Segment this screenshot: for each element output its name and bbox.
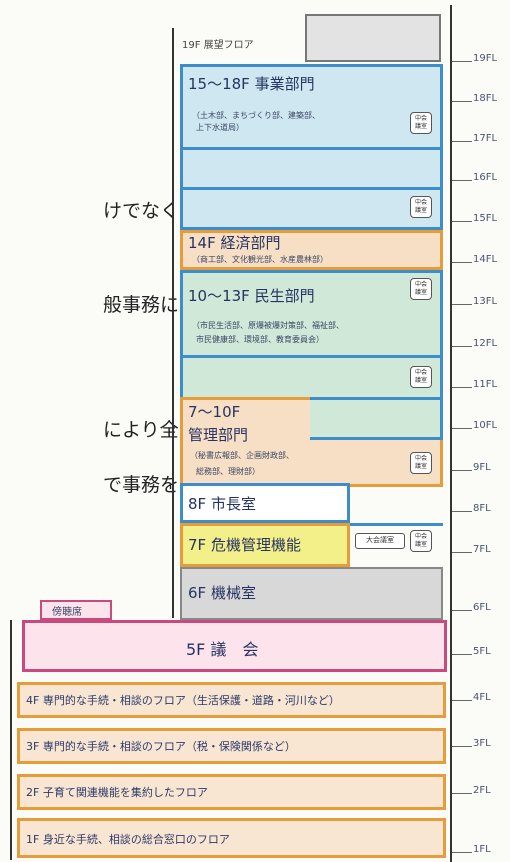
floor-level-15: 15FL xyxy=(473,213,498,224)
floor-1-label: 1F 身近な手続、相談の総合窓口のフロア xyxy=(26,833,230,846)
floor-level-11: 11FL xyxy=(473,379,498,390)
floor-4-block: 4F 専門的な手続・相談のフロア（生活保護・道路・河川など） xyxy=(17,682,446,718)
floor-level-8: 8FL xyxy=(473,503,491,514)
floor-level-6: 6FL xyxy=(473,602,491,613)
floor-level-2: 2FL xyxy=(473,785,491,796)
crisis-management-title: 7F 危機管理機能 xyxy=(188,536,301,554)
floor-level-12: 12FL xyxy=(473,338,498,349)
side-text-line-2: 般事務に xyxy=(103,294,180,316)
administration-division-sub-2: 総務部、理財部） xyxy=(196,467,260,476)
floor-4-label: 4F 専門的な手続・相談のフロア（生活保護・道路・河川など） xyxy=(26,694,340,707)
meeting-room-badge: 中会議室 xyxy=(410,278,432,300)
floor-level-14: 14FL xyxy=(473,254,498,265)
meeting-room-badge: 中会議室 xyxy=(410,196,432,218)
business-division-sub-1: （土木部、まちづくり部、建築部、 xyxy=(192,111,320,120)
floor-1-block: 1F 身近な手続、相談の総合窓口のフロア xyxy=(17,818,446,858)
public-gallery-tag xyxy=(40,600,112,620)
meeting-room-badge: 中会議室 xyxy=(410,452,432,474)
left-structural-line xyxy=(172,28,174,618)
business-division-sub-2: 上下水道局） xyxy=(196,123,244,132)
floor-level-1: 1FL xyxy=(473,844,491,855)
mayor-office-title: 8F 市長室 xyxy=(188,495,256,513)
crisis-management-block xyxy=(180,523,350,567)
machine-room-block xyxy=(180,567,443,620)
right-structural-line xyxy=(450,5,452,862)
side-text-line-1: けでなく xyxy=(103,200,180,222)
podium-left-line xyxy=(10,620,12,860)
floor-level-18: 18FL xyxy=(473,93,498,104)
economy-division-title: 14F 経済部門 xyxy=(188,234,281,252)
floor-divider xyxy=(183,355,440,358)
floor-level-10: 10FL xyxy=(473,420,498,431)
administration-division-block-lower xyxy=(180,440,443,487)
assembly-title: 5F 議 会 xyxy=(186,640,259,659)
floor-3-block: 3F 専門的な手続・相談のフロア（税・保険関係など） xyxy=(17,728,446,764)
floor-level-17: 17FL xyxy=(473,133,498,144)
floor-divider xyxy=(183,187,440,190)
floor-level-19: 19FL xyxy=(473,53,498,64)
economy-division-sub: （商工部、文化観光部、水産農林部） xyxy=(192,255,328,264)
administration-division-title-2: 管理部門 xyxy=(188,426,249,444)
floor-level-3: 3FL xyxy=(473,738,491,749)
administration-division-title-1: 7～10F xyxy=(188,403,241,421)
floor-level-5: 5FL xyxy=(473,646,491,657)
large-meeting-room-badge: 大会議室 xyxy=(355,533,405,549)
meeting-room-badge: 中会議室 xyxy=(410,366,432,388)
observation-floor-label: 19F 展望フロア xyxy=(182,40,254,51)
floor-level-4: 4FL xyxy=(473,692,491,703)
floor-2-block: 2F 子育て関連機能を集約したフロア xyxy=(17,774,446,810)
economy-division-block xyxy=(180,230,443,270)
business-division-title: 15～18F 事業部門 xyxy=(188,75,315,93)
side-text-line-4: で事務を xyxy=(103,474,180,496)
observation-floor-box xyxy=(305,14,441,62)
mayor-office-block xyxy=(180,483,350,523)
floor-level-9: 9FL xyxy=(473,462,491,473)
floor-2-label: 2F 子育て関連機能を集約したフロア xyxy=(26,786,208,799)
public-gallery-label: 傍聴席 xyxy=(52,607,82,618)
floor-level-13: 13FL xyxy=(473,296,498,307)
welfare-division-sub-2: 市民健康部、環境部、教育委員会） xyxy=(196,335,324,344)
assembly-block xyxy=(22,620,447,672)
meeting-room-badge: 中会議室 xyxy=(410,112,432,134)
welfare-division-title: 10～13F 民生部門 xyxy=(188,287,315,305)
administration-division-sub-1: （秘書広報部、企画財政部、 xyxy=(190,451,294,460)
side-text-line-3: により全 xyxy=(103,419,179,441)
welfare-division-sub-1: （市民生活部、原爆被爆対策部、福祉部、 xyxy=(192,321,344,330)
meeting-room-badge: 中会議室 xyxy=(410,530,432,552)
floor-level-16: 16FL xyxy=(473,172,498,183)
floor-level-7: 7FL xyxy=(473,544,491,555)
floor-divider xyxy=(183,147,440,150)
machine-room-title: 6F 機械室 xyxy=(188,584,256,602)
floor-divider xyxy=(310,397,440,400)
floor-3-label: 3F 専門的な手続・相談のフロア（税・保険関係など） xyxy=(26,740,296,753)
